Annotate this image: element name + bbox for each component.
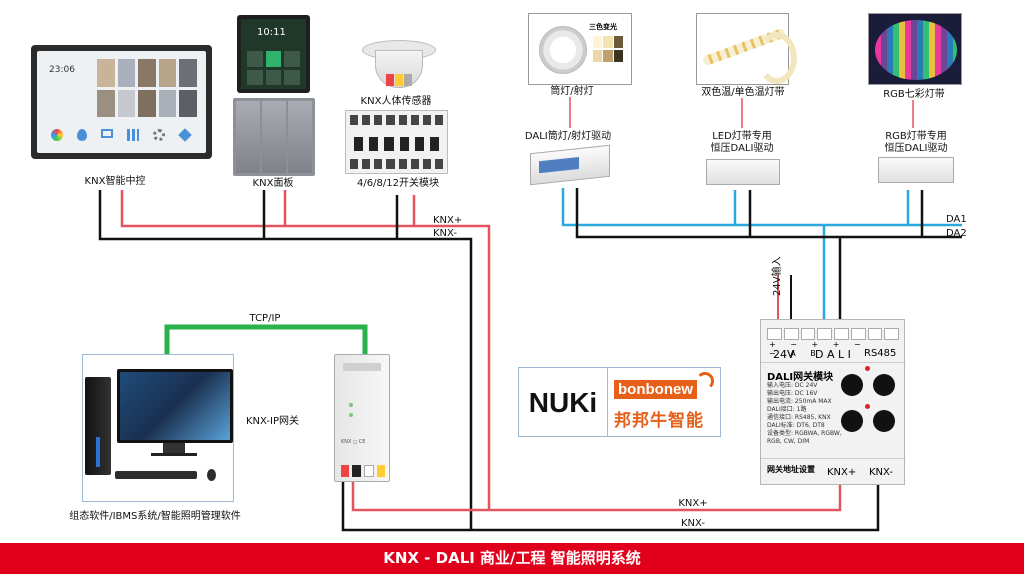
- led-strip-image: [696, 13, 797, 85]
- tcpip-label: TCP/IP: [249, 313, 281, 324]
- dali-gateway-bottom-label: 网关地址设置: [767, 465, 815, 474]
- nuki-logo: NUKi: [528, 387, 598, 418]
- monitor-icon: [101, 129, 113, 138]
- knx-switch-module: [345, 110, 448, 174]
- knx-switch-label: 4/6/8/12开关模块: [357, 178, 439, 189]
- da2-label: DA2: [946, 228, 967, 239]
- knx-plus-bottom-bus: [351, 480, 842, 512]
- knx-sensor-device: [362, 30, 436, 88]
- rgb-strip-image: [868, 13, 962, 85]
- pc-mouse: [207, 469, 216, 481]
- gateway-terminals: [341, 465, 385, 477]
- dali-gateway-terminal-row: [767, 328, 899, 340]
- knx-panel-buttons: [233, 98, 315, 176]
- bonbonew-logo: bonbonew 邦邦牛智能: [607, 368, 720, 436]
- dali-gateway-module: + − + + − − A B 24V D A L I RS485 DALI网关…: [760, 319, 906, 485]
- gateway-knob[interactable]: [873, 374, 895, 396]
- knx-minus-bottom-label: KNX-: [681, 518, 705, 529]
- knx-central-device: 23:06: [31, 45, 212, 159]
- knx-central-screen: 23:06: [37, 51, 206, 153]
- gateway-knob[interactable]: [841, 374, 863, 396]
- drop-icon: [77, 129, 87, 141]
- knx-plus-top-label: KNX+: [433, 215, 463, 226]
- knx-central-tiles: [97, 59, 197, 117]
- pc-frame: [82, 354, 234, 502]
- wifi-icon: [696, 372, 714, 390]
- knx-panel-label: KNX面板: [252, 178, 294, 189]
- pc-keyboard: [115, 471, 197, 479]
- brand-logo: NUKi bonbonew 邦邦牛智能: [518, 367, 721, 437]
- dali-gateway-knx-plus: KNX+: [827, 467, 857, 478]
- led-driver-device: [706, 159, 780, 185]
- pc-label: 组态软件/IBMS系统/智能照明管理软件: [69, 511, 241, 522]
- input-24v-label: 24V输入: [772, 256, 783, 296]
- palette-icon: [51, 129, 63, 141]
- dali-gateway-specs: 输入电压: DC 24V 输出电压: DC 16V 输出电流: 250mA MA…: [767, 382, 842, 445]
- knx-central-label: KNX智能中控: [84, 176, 146, 187]
- knx-central-icons: [51, 128, 192, 143]
- dali-gateway-knx-minus: KNX-: [869, 467, 893, 478]
- dali-gateway-title: DALI网关模块: [767, 372, 834, 383]
- led-driver-label-line2: 恒压DALI驱动: [710, 143, 774, 154]
- downlight-image: 三色变光: [528, 13, 632, 85]
- gateway-knob[interactable]: [873, 410, 895, 432]
- led-driver-label-line1: LED灯带专用: [712, 131, 772, 142]
- footer-banner: KNX - DALI 商业/工程 智能照明系统: [0, 543, 1024, 574]
- rgb-strip-label: RGB七彩灯带: [883, 89, 945, 100]
- gear-icon: [153, 129, 165, 141]
- rgb-driver-label-line1: RGB灯带专用: [885, 131, 947, 142]
- dali-terminal-24v: 24V: [773, 348, 795, 361]
- knx-minus-top-label: KNX-: [433, 228, 457, 239]
- dali-terminal-dali: D A L I: [815, 348, 851, 361]
- pc-monitor: [117, 369, 233, 443]
- dali-da2-bus: [575, 188, 962, 330]
- downlight-label: 筒灯/射灯: [550, 86, 594, 97]
- dali-terminal-rs485: RS485: [864, 348, 897, 359]
- rgb-driver-label-line2: 恒压DALI驱动: [884, 143, 948, 154]
- knx-panel-touch: 10:11: [237, 15, 310, 93]
- knx-central-clock: 23:06: [49, 65, 75, 75]
- knx-ip-gateway-device: KNX ◻ CE: [334, 354, 390, 482]
- knx-ip-gateway-label: KNX-IP网关: [246, 416, 299, 427]
- da1-label: DA1: [946, 214, 967, 225]
- dali-driver1-label: DALI筒灯/射灯驱动: [524, 131, 612, 142]
- downlight-badge-title: 三色变光: [589, 23, 617, 31]
- footer-title: KNX - DALI 商业/工程 智能照明系统: [383, 549, 641, 567]
- led-strip-label: 双色温/单色温灯带: [701, 87, 785, 98]
- grid-icon: [127, 129, 139, 141]
- gateway-knob[interactable]: [841, 410, 863, 432]
- knx-panel-clock: 10:11: [257, 27, 286, 38]
- dali-da1-bus: [561, 188, 962, 330]
- knx-minus-bottom-bus: [341, 480, 880, 532]
- knx-plus-bottom-label: KNX+: [678, 498, 708, 509]
- driver-feed-wires: [569, 97, 914, 128]
- knx-sensor-label: KNX人体传感器: [360, 96, 432, 107]
- pc-tower: [85, 377, 111, 475]
- rgb-driver-device: [878, 157, 954, 183]
- knx-minus-top-bus: [98, 190, 473, 530]
- tcpip-link: [164, 324, 368, 366]
- cube-icon: [178, 128, 192, 142]
- knx-plus-top-bus: [120, 190, 491, 510]
